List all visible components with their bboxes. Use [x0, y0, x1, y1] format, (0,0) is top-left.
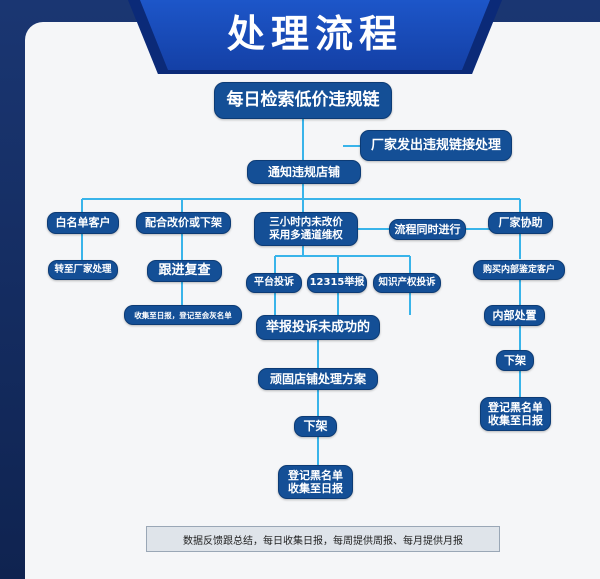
- node-daily-search: 每日检索低价违规链: [214, 82, 392, 119]
- title-banner: [140, 0, 490, 70]
- node-manufacturer-links: 厂家发出违规链接处理: [360, 130, 512, 161]
- node-blacklist-right: 登记黑名单 收集至日报: [480, 397, 551, 431]
- footer-note: 数据反馈跟总结，每日收集日报，每周提供周报、每月提供月报: [146, 526, 500, 552]
- node-takedown-center: 下架: [294, 416, 337, 437]
- node-parallel: 流程同时进行: [389, 219, 466, 240]
- node-purchase-identify: 购买内部鉴定客户: [473, 260, 565, 280]
- node-internal-handling: 内部处置: [484, 305, 545, 326]
- node-ip-complaint: 知识产权投诉: [373, 273, 441, 293]
- node-three-hours: 三小时内未改价 采用多通道维权: [254, 212, 358, 246]
- node-notify-store: 通知违规店铺: [247, 160, 361, 184]
- node-blacklist-center: 登记黑名单 收集至日报: [278, 465, 353, 499]
- node-stubborn-plan: 顽固店铺处理方案: [258, 368, 378, 390]
- node-takedown-right: 下架: [496, 350, 534, 371]
- page-title: 处理流程: [226, 12, 403, 56]
- node-collect-daily-gray: 收集至日报，登记至会灰名单: [124, 305, 242, 325]
- node-cooperate: 配合改价或下架: [136, 212, 231, 234]
- node-follow-up: 跟进复查: [147, 260, 222, 282]
- node-report-12315: 12315举报: [307, 273, 367, 293]
- node-manufacturer-assist: 厂家协助: [488, 212, 553, 234]
- node-whitelist: 白名单客户: [47, 212, 119, 234]
- node-report-failed: 举报投诉未成功的: [256, 315, 380, 340]
- node-transfer-manufacturer: 转至厂家处理: [48, 260, 118, 280]
- node-platform-complaint: 平台投诉: [246, 273, 302, 293]
